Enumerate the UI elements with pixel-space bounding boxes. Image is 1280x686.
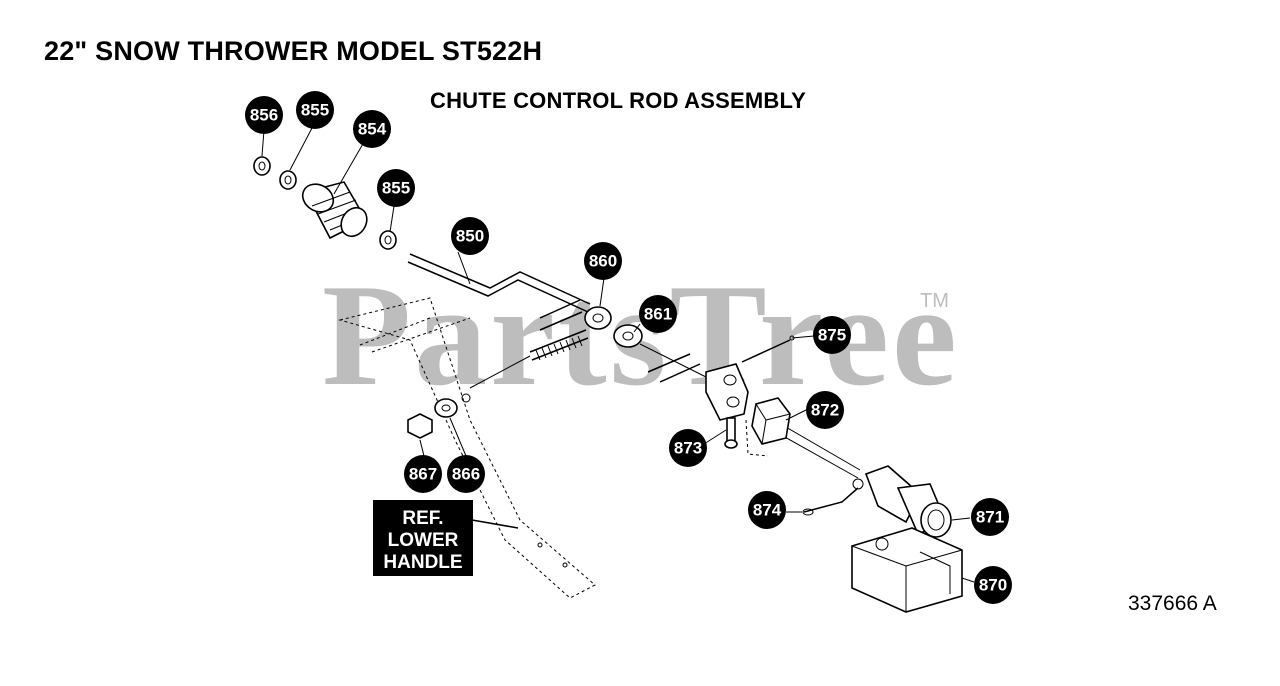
- callout-873: 873: [669, 429, 707, 467]
- page-title: 22" SNOW THROWER MODEL ST522H: [44, 36, 543, 66]
- rod-850: [407, 253, 591, 331]
- svg-text:854: 854: [358, 120, 387, 139]
- callout-870: 870: [974, 566, 1012, 604]
- callout-850: 850: [451, 217, 489, 255]
- ref-label-line-2: LOWER: [387, 530, 459, 551]
- callout-861: 861: [639, 295, 677, 333]
- callout-866: 866: [447, 455, 485, 493]
- callout-874: 874: [748, 491, 786, 529]
- document-number: 337666 A: [1128, 592, 1217, 615]
- svg-text:873: 873: [674, 439, 702, 458]
- washer-866: [434, 393, 471, 418]
- svg-text:874: 874: [753, 501, 782, 520]
- base-bracket-870: [851, 527, 963, 613]
- svg-text:871: 871: [976, 508, 1004, 527]
- washer-855-right: [379, 230, 397, 250]
- ref-label-line-3: HANDLE: [383, 552, 463, 573]
- washer-860: [584, 306, 612, 330]
- spacer-861: [613, 324, 643, 348]
- threaded-rod: [469, 329, 589, 389]
- lower-handle-outline: [338, 297, 596, 599]
- washer-856: [253, 156, 271, 176]
- grip-854: [301, 181, 368, 240]
- svg-text:855: 855: [301, 101, 329, 120]
- callout-872: 872: [806, 391, 844, 429]
- svg-text:855: 855: [382, 179, 410, 198]
- diagram-subtitle: CHUTE CONTROL ROD ASSEMBLY: [430, 88, 806, 113]
- ref-label-line-1: REF.: [402, 508, 444, 529]
- callout-875: 875: [813, 316, 851, 354]
- callout-855-top: 855: [296, 91, 334, 129]
- svg-text:867: 867: [409, 465, 437, 484]
- svg-text:856: 856: [250, 106, 278, 125]
- leader-lines: [261, 127, 975, 583]
- svg-text:870: 870: [979, 576, 1007, 595]
- bracket: [705, 363, 749, 421]
- callout-867: 867: [404, 455, 442, 493]
- callout-854: 854: [353, 110, 391, 148]
- bolt-873: [724, 417, 738, 449]
- callout-855-mid: 855: [377, 169, 415, 207]
- callout-860: 860: [584, 242, 622, 280]
- svg-text:860: 860: [589, 252, 617, 271]
- watermark-tm: TM: [920, 290, 949, 312]
- svg-text:861: 861: [644, 305, 672, 324]
- pin-875: [741, 335, 795, 363]
- washer-855-left: [279, 170, 297, 190]
- svg-text:850: 850: [456, 227, 484, 246]
- reference-lower-handle-label: REF. LOWER HANDLE: [373, 500, 473, 576]
- block-872: [745, 397, 791, 457]
- coupler-871: [864, 465, 952, 538]
- callout-856: 856: [245, 96, 283, 134]
- nut-867: [407, 413, 433, 439]
- cotter-pin-874: [802, 478, 864, 516]
- svg-text:875: 875: [818, 326, 846, 345]
- svg-text:872: 872: [811, 401, 839, 420]
- svg-text:866: 866: [452, 465, 480, 484]
- callout-871: 871: [971, 498, 1009, 536]
